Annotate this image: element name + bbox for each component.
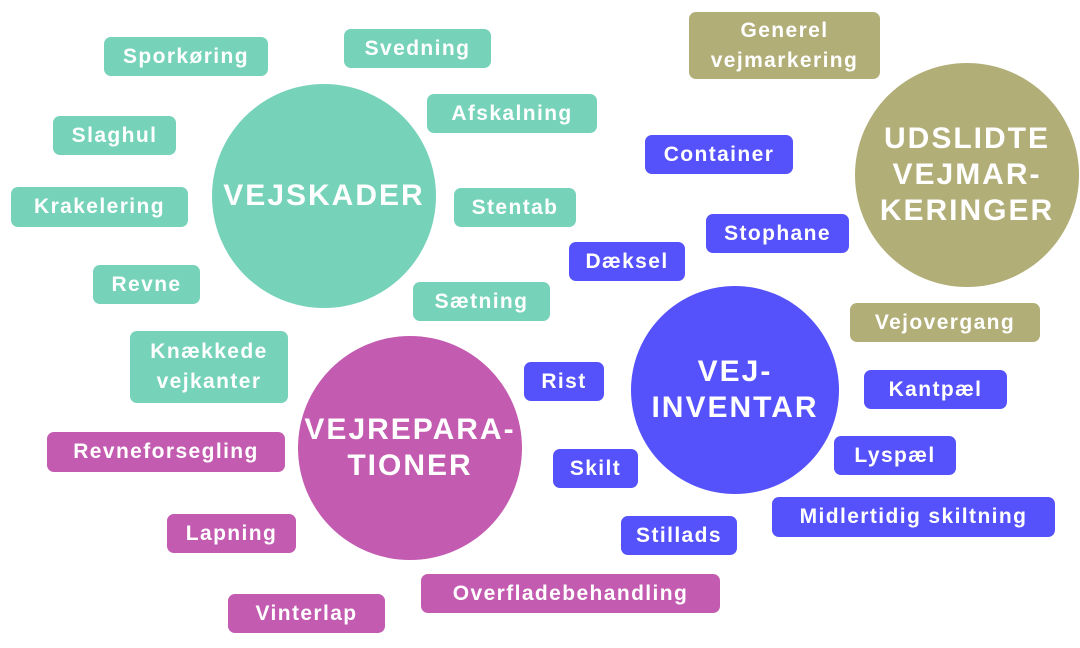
item-stophane: Stophane — [706, 214, 849, 253]
item-container: Container — [645, 135, 793, 174]
category-vejmarkeringer: UDSLIDTE VEJMAR- KERINGER — [855, 63, 1079, 287]
item-stentab: Stentab — [454, 188, 576, 227]
item-stillads: Stillads — [621, 516, 737, 555]
item-vinterlap: Vinterlap — [228, 594, 385, 633]
item-slaghul: Slaghul — [53, 116, 176, 155]
item-skilt: Skilt — [553, 449, 638, 488]
category-vejinventar: VEJ- INVENTAR — [631, 286, 839, 494]
item-vejovergang: Vejovergang — [850, 303, 1040, 342]
item-kantpael: Kantpæl — [864, 370, 1007, 409]
item-svedning: Svedning — [344, 29, 491, 68]
item-afskalning: Afskalning — [427, 94, 597, 133]
item-midlertidig-skiltning: Midlertidig skiltning — [772, 497, 1055, 537]
item-saetning: Sætning — [413, 282, 550, 321]
item-generel-vejmarkering: Generel vejmarkering — [689, 12, 880, 79]
item-rist: Rist — [524, 362, 604, 401]
item-revne: Revne — [93, 265, 200, 304]
category-vejreparationer: VEJREPARA- TIONER — [298, 336, 522, 560]
item-lyspael: Lyspæl — [834, 436, 956, 475]
item-sporkoring: Sporkøring — [104, 37, 268, 76]
item-daeksel: Dæksel — [569, 242, 685, 281]
item-revneforsegling: Revneforsegling — [47, 432, 285, 472]
item-knaekkede-vejkanter: Knækkede vejkanter — [130, 331, 288, 403]
item-lapning: Lapning — [167, 514, 296, 553]
item-krakelering: Krakelering — [11, 187, 188, 227]
category-vejskader: VEJSKADER — [212, 84, 436, 308]
item-overfladebehandling: Overfladebehandling — [421, 574, 720, 613]
